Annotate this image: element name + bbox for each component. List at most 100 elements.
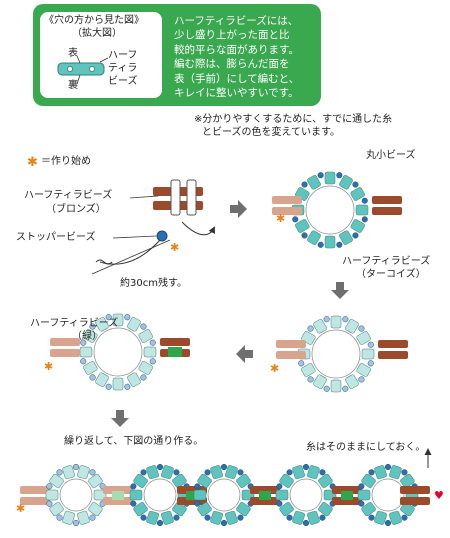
tila-bead: [400, 473, 415, 488]
bronze-tila-bead: [378, 351, 408, 359]
bronze-tila-bead: [272, 196, 302, 204]
tila-bead: [88, 502, 103, 517]
info-line-3: 較的平らな面があります。: [174, 43, 299, 56]
leave-thread-label: 糸はそのままにしておく。: [306, 442, 426, 453]
round-bead: [140, 323, 147, 330]
tila-bead: [193, 489, 207, 501]
tila-bead: [330, 315, 342, 329]
round-bead: [358, 483, 365, 490]
tila-bead: [313, 374, 327, 389]
round-bead: [317, 241, 324, 248]
bronze-tila-bead: [50, 349, 80, 357]
tila-bead: [112, 377, 124, 391]
half-green-label-1: ハーフティラビーズ: [30, 318, 119, 329]
bronze-tila-bead: [250, 486, 280, 494]
tila-bead: [279, 502, 294, 517]
half-turquoise-label-2: （ターコイズ）: [356, 269, 426, 280]
tila-bead: [197, 473, 212, 488]
bronze-tila-bead: [272, 207, 302, 215]
svg-text:✱: ✱: [270, 362, 279, 375]
info-line-6: キレイに整いやすいです。: [174, 87, 299, 100]
start-mark-icon: ✱: [27, 155, 38, 170]
round-bead: [342, 316, 349, 323]
half-bronze-label-2: （ブロンズ）: [46, 204, 106, 215]
tila-bead: [374, 510, 387, 525]
bronze-tila-bead: [372, 196, 402, 204]
round-bead: [352, 232, 359, 239]
svg-text:✱: ✱: [16, 502, 25, 515]
info-line-5: 表（手前）にして編むと、: [174, 72, 300, 85]
round-bead: [286, 469, 293, 476]
tila-bead: [356, 331, 371, 345]
info-line-2: 少し盛り上がった面と比: [174, 29, 290, 42]
round-bead: [204, 514, 211, 521]
tila-bead: [138, 329, 153, 343]
tila-bead: [355, 204, 369, 216]
bronze-tila-bead: [20, 486, 50, 494]
tila-bead: [357, 489, 371, 501]
tila-bead: [350, 187, 365, 201]
note-line-1: ※分かりやすくするために、すでに通した糸: [194, 114, 393, 125]
tila-bead: [389, 510, 402, 525]
bronze-tila-bead: [276, 351, 306, 359]
info-line-4: 編む際は、膨らんだ面を: [174, 58, 290, 71]
round-bead: [156, 519, 164, 527]
round-bead: [368, 469, 375, 476]
round-bead: [358, 376, 365, 383]
view-title: 《穴の方から見た図》: [44, 15, 144, 26]
bronze-tila-bead: [332, 486, 362, 494]
round-bead: [361, 216, 368, 223]
round-bead: [358, 325, 365, 332]
tila-bead: [225, 510, 238, 525]
tila-bead: [389, 465, 402, 480]
round-bead: [384, 519, 392, 527]
legend-text: ＝作り始め: [41, 156, 91, 167]
tila-bead: [307, 510, 320, 525]
svg-text:✱: ✱: [27, 155, 38, 170]
round-bead: [194, 500, 201, 507]
tila-bead: [292, 465, 305, 480]
note-line-2: とビーズの色を変えています。: [202, 127, 340, 138]
round-bead: [80, 358, 87, 365]
info-text: ハーフティラビーズには、 少し盛り上がった面と比 較的平らな面があります。 編む…: [174, 14, 320, 101]
round-bead: [124, 383, 131, 390]
step1-figure: ✱: [91, 179, 215, 275]
tila-bead: [361, 473, 376, 488]
round-bead: [361, 197, 368, 204]
round-bead: [80, 339, 87, 346]
round-bead: [323, 316, 330, 323]
step3-ring: ✱: [270, 315, 408, 393]
bronze-tila-bead: [276, 340, 306, 348]
tila-bead: [307, 465, 320, 480]
stopper-label: ストッパービーズ: [16, 232, 96, 243]
tila-bead: [356, 363, 371, 377]
half-tila-bead-icon: [57, 55, 109, 85]
tila-bead: [127, 372, 141, 387]
round-bead: [89, 469, 96, 476]
green-tila-bead: [259, 491, 271, 500]
bronze-tila-bead: [20, 497, 50, 505]
half-bronze-label-1: ハーフティラビーズ: [24, 190, 113, 201]
green-tila-bead: [112, 491, 124, 500]
tila-bead: [318, 502, 333, 517]
tila-bead: [133, 473, 148, 488]
info-line-1: ハーフティラビーズには、: [174, 15, 299, 27]
round-bead: [56, 514, 63, 521]
tila-bead: [292, 510, 305, 525]
round-bead: [336, 241, 343, 248]
round-bead: [368, 514, 375, 521]
round-bead: [336, 172, 343, 179]
round-bead: [301, 232, 308, 239]
round-bead: [319, 469, 326, 476]
half-turquoise-label-1: ハーフティラビーズ: [342, 256, 431, 267]
bronze-tila-bead: [103, 497, 133, 505]
bronze-tila-bead: [160, 338, 190, 346]
round-bead: [276, 500, 283, 507]
tila-bead: [295, 219, 310, 233]
round-bead: [173, 514, 180, 521]
hole-view-panel: [40, 12, 162, 98]
round-bead: [401, 514, 408, 521]
round-bead: [46, 500, 53, 507]
tila-bead: [161, 465, 174, 480]
